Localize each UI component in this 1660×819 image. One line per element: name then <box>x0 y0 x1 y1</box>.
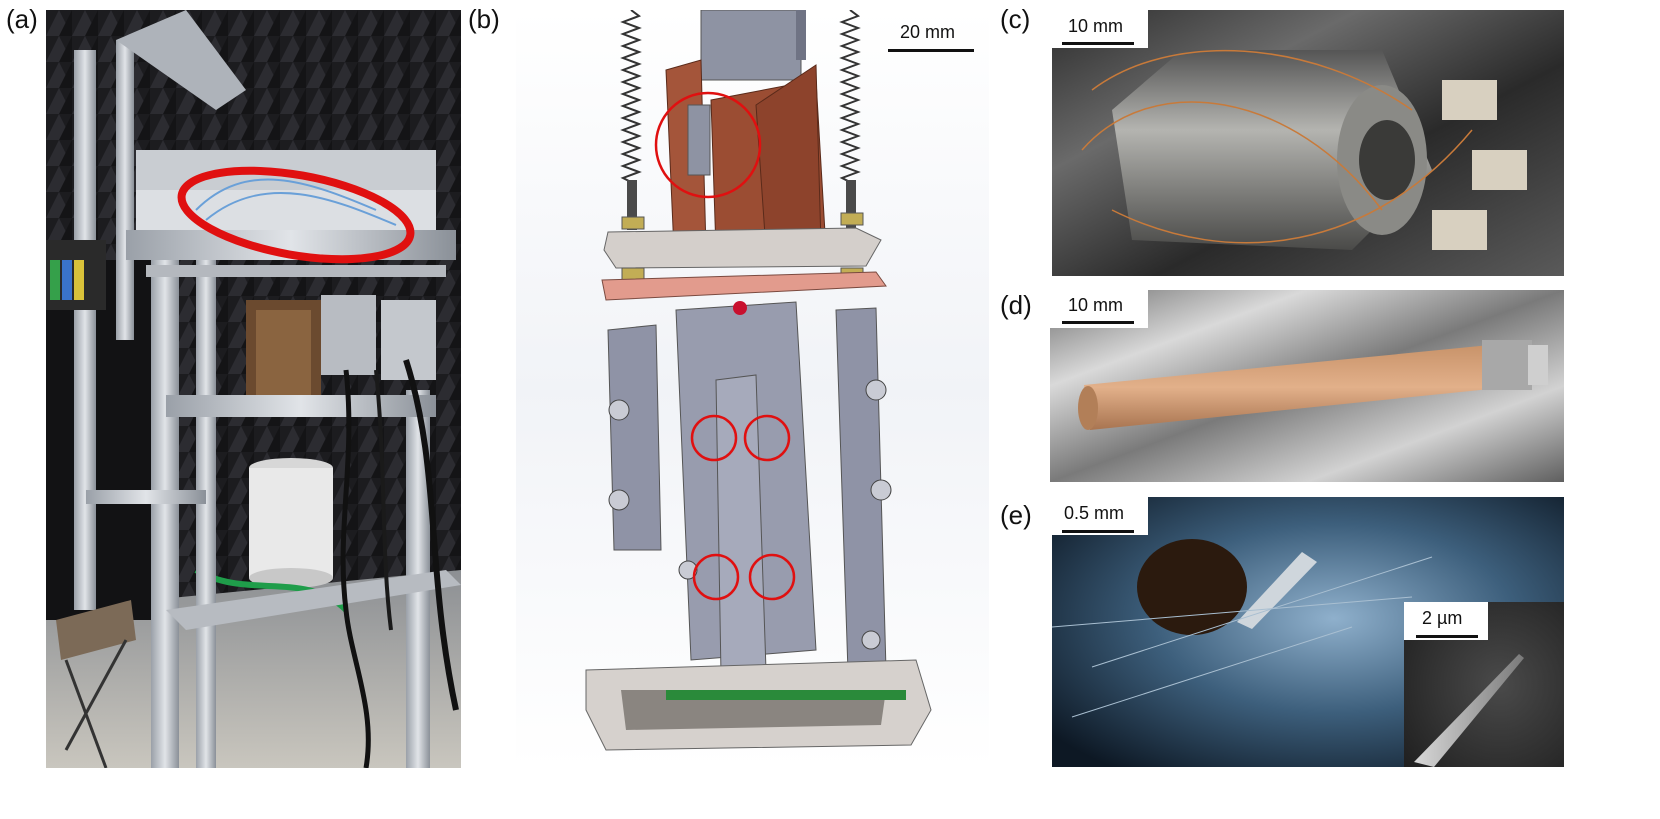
panel-d-photo: 10 mm <box>1050 290 1564 482</box>
panel-c-photo: 10 mm <box>1052 10 1564 276</box>
scale-label-d: 10 mm <box>1068 295 1124 315</box>
inset-scale-box <box>1404 602 1488 640</box>
scale-label-c: 10 mm <box>1068 16 1124 36</box>
panel-label-d: (d) <box>1000 290 1032 320</box>
scale-label-e: 0.5 mm <box>1064 503 1125 523</box>
sem-inset: 2 µm <box>1404 602 1564 767</box>
highlight-ellipse-a <box>177 166 415 264</box>
panel-label-b: (b) <box>468 4 500 34</box>
piezo-cylinder-illustration <box>1052 10 1564 276</box>
highlight-circles-b <box>654 91 796 601</box>
scale-box-e <box>1052 497 1148 535</box>
panel-label-e: (e) <box>1000 500 1032 530</box>
inset-scale-label: 2 µm <box>1422 608 1463 628</box>
scale-label-b: 20 mm <box>900 22 956 42</box>
cad-assembly-drawing <box>516 10 989 768</box>
scale-bar-d <box>1062 321 1134 324</box>
scale-bar-e <box>1062 530 1134 533</box>
panel-a-photo <box>46 10 461 768</box>
panel-label-a: (a) <box>6 4 38 34</box>
panel-label-c: (c) <box>1000 4 1031 34</box>
inset-scale-bar <box>1416 635 1478 638</box>
scale-box-c <box>1052 10 1148 48</box>
scale-bar-b <box>888 49 974 52</box>
scale-bar-c <box>1062 42 1134 45</box>
panel-b-cad: 20 mm <box>516 10 989 768</box>
piezo-rod-illustration <box>1050 290 1564 482</box>
panel-e-photo: 0.5 mm 2 µm <box>1052 497 1564 767</box>
